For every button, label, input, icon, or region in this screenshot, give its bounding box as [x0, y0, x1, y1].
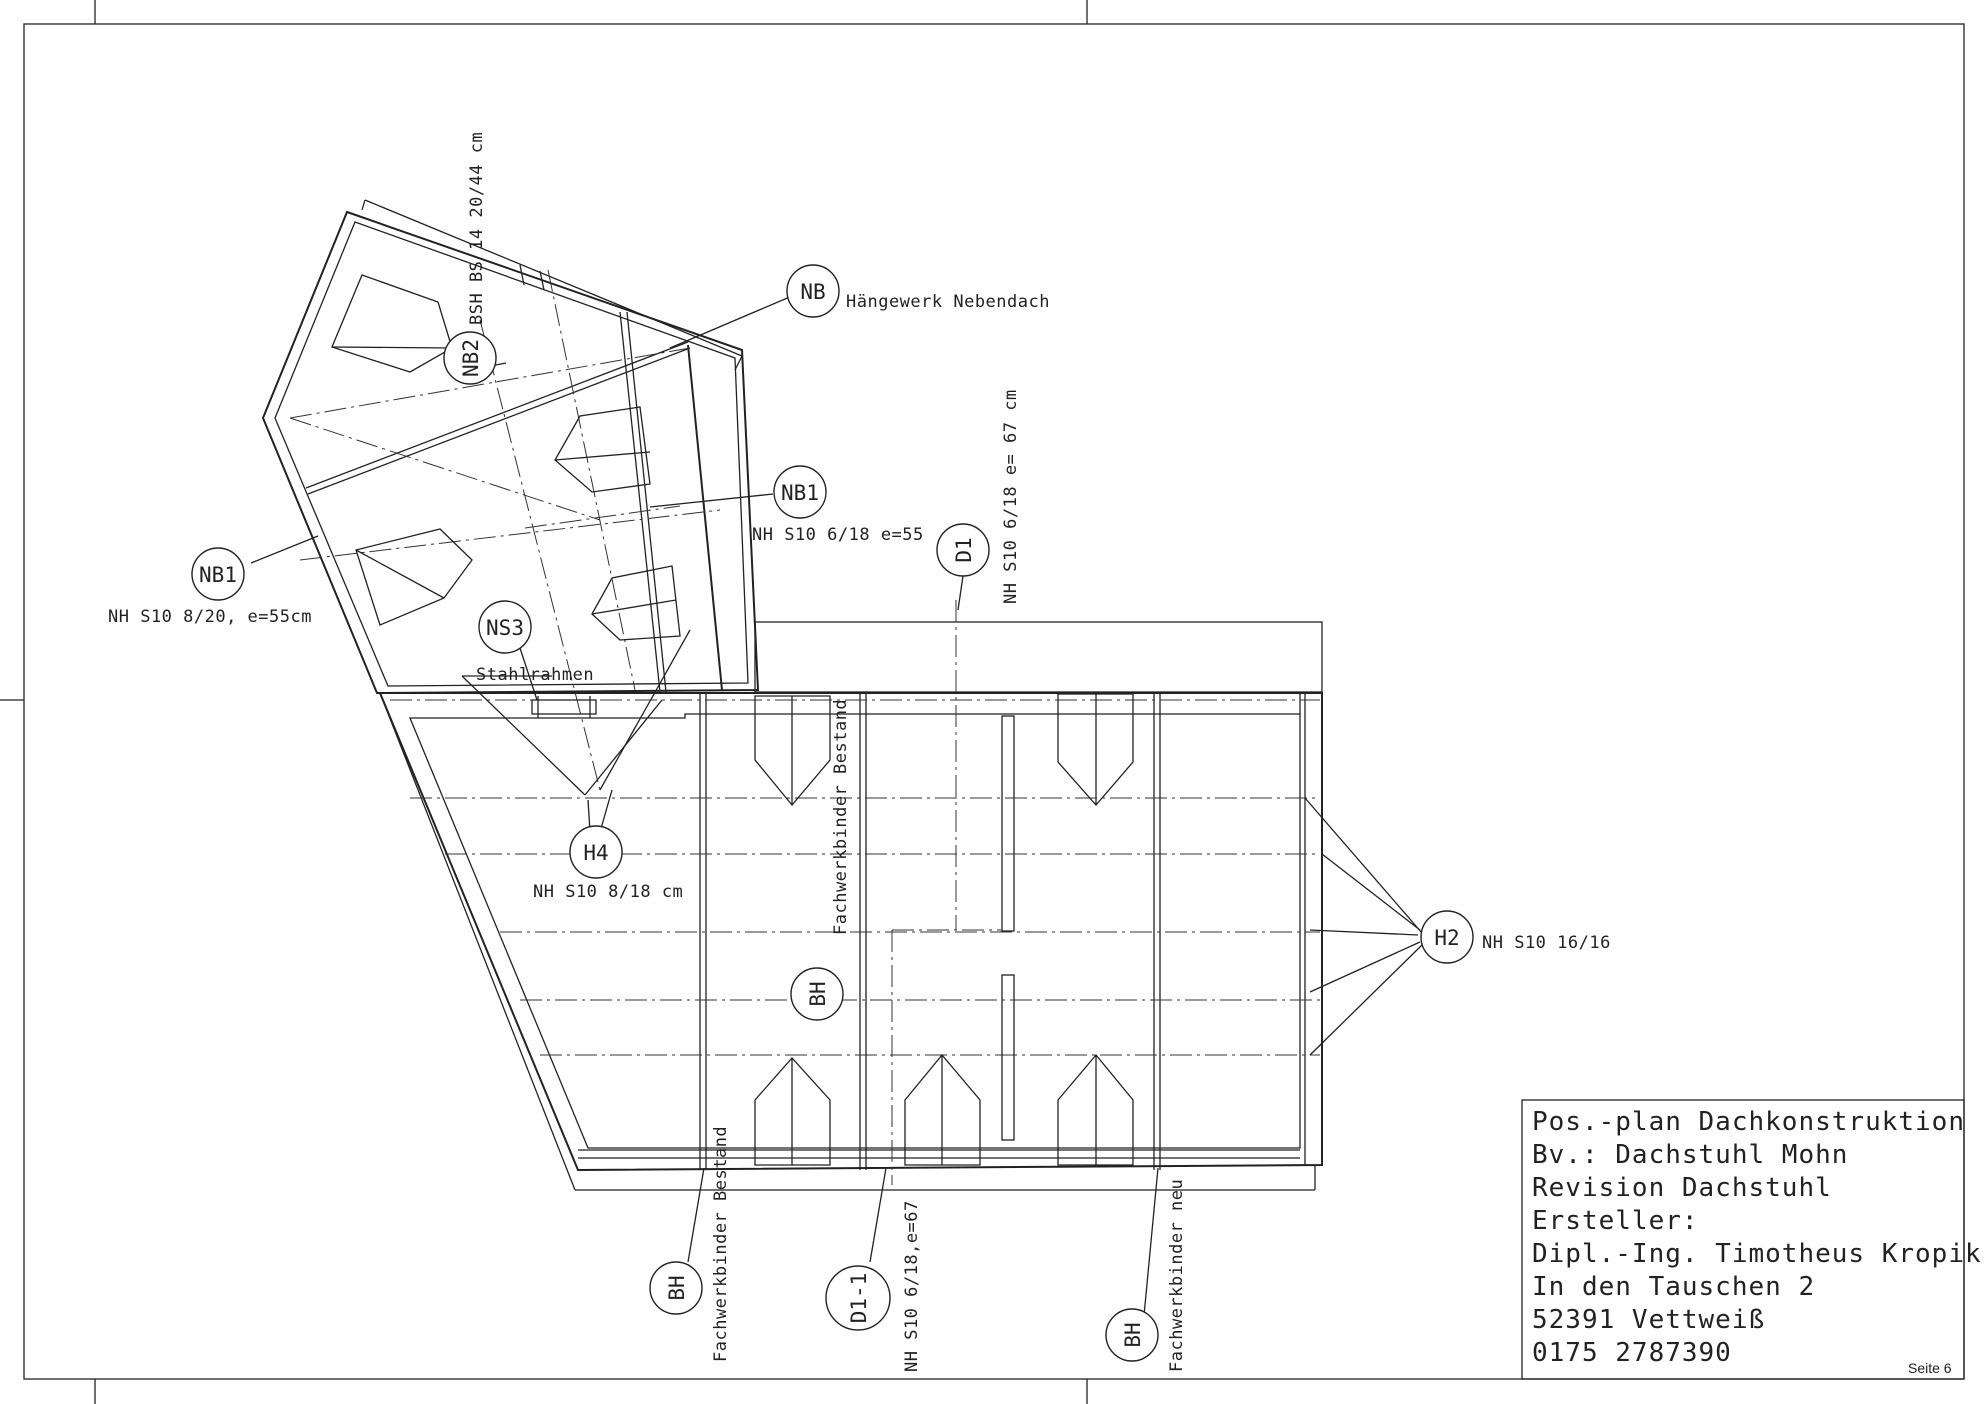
- tag-ns3-text: NS3: [486, 616, 524, 640]
- tag-nb1-left-text: NB1: [199, 563, 237, 587]
- label-fachwerk-left: Fachwerkbinder Bestand: [711, 1126, 731, 1362]
- tag-bh-right-text: BH: [1121, 1322, 1145, 1347]
- label-h4: NH S10 8/18 cm: [533, 882, 683, 902]
- label-nb1-left: NH S10 8/20, e=55cm: [108, 607, 312, 627]
- tag-nb1-right: NB1: [773, 465, 827, 519]
- main-roof-trusses: [699, 600, 1161, 1185]
- label-stahlrahmen: Stahlrahmen: [476, 665, 594, 685]
- title-line-1: Pos.-plan Dachkonstruktion: [1532, 1107, 1965, 1137]
- title-line-7: 52391 Vettweiß: [1532, 1305, 1765, 1335]
- tag-d1-1-text: D1-1: [847, 1273, 871, 1324]
- title-block: Pos.-plan Dachkonstruktion Bv.: Dachstuh…: [1521, 1099, 1982, 1380]
- title-line-3: Revision Dachstuhl: [1532, 1173, 1832, 1203]
- label-d1-1: NH S10 6/18,e=67: [902, 1200, 922, 1372]
- main-roof-windows: [754, 693, 1134, 1166]
- label-bsh: BSH BS 14 20/44 cm: [467, 132, 487, 325]
- label-fachwerk-top: Fachwerkbinder Bestand: [831, 699, 851, 935]
- tag-nb1-right-text: NB1: [781, 481, 819, 505]
- title-line-6: In den Tauschen 2: [1532, 1272, 1815, 1302]
- page-number: Seite 6: [1908, 1360, 1952, 1376]
- tag-d1-text: D1: [952, 537, 976, 562]
- label-h2: NH S10 16/16: [1482, 933, 1611, 953]
- tag-nb2-text: NB2: [459, 339, 483, 377]
- main-roof-outline: [378, 621, 1323, 1191]
- tag-d1-1: D1-1: [825, 1265, 891, 1331]
- title-line-2: Bv.: Dachstuhl Mohn: [1532, 1140, 1848, 1170]
- title-line-5: Dipl.-Ing. Timotheus Kropik: [1532, 1239, 1982, 1269]
- label-d1: NH S10 6/18 e= 67 cm: [1001, 389, 1021, 604]
- side-roof-outline: [261, 199, 760, 791]
- title-line-8: 0175 2787390: [1532, 1338, 1732, 1368]
- tag-h4: H4: [569, 825, 623, 879]
- tag-nb2: NB2: [443, 331, 497, 385]
- label-fachwerk-right: Fachwerkbinder neu: [1167, 1179, 1187, 1372]
- tag-h2: H2: [1420, 910, 1474, 964]
- leader-lines: [250, 295, 1423, 1327]
- label-haengewerk: Hängewerk Nebendach: [846, 292, 1050, 312]
- tag-nb: NB: [786, 264, 840, 318]
- tag-nb1-left: NB1: [191, 547, 245, 601]
- tag-bh-center: BH: [790, 967, 844, 1021]
- tag-bh-center-text: BH: [806, 981, 830, 1006]
- tag-h2-text: H2: [1434, 926, 1459, 950]
- tag-bh-right: BH: [1105, 1308, 1159, 1362]
- side-roof-windows: [331, 274, 681, 641]
- tag-nb-text: NB: [800, 280, 825, 304]
- main-roof-purlins: [390, 699, 1320, 1056]
- tag-bh-left: BH: [649, 1261, 703, 1315]
- title-line-4: Ersteller:: [1532, 1206, 1699, 1236]
- tag-d1: D1: [936, 523, 990, 577]
- tag-bh-left-text: BH: [665, 1275, 689, 1300]
- tag-ns3: NS3: [478, 600, 532, 654]
- steel-frame: [461, 675, 663, 796]
- label-nb1-right: NH S10 6/18 e=55: [752, 525, 924, 545]
- tag-h4-text: H4: [583, 841, 608, 865]
